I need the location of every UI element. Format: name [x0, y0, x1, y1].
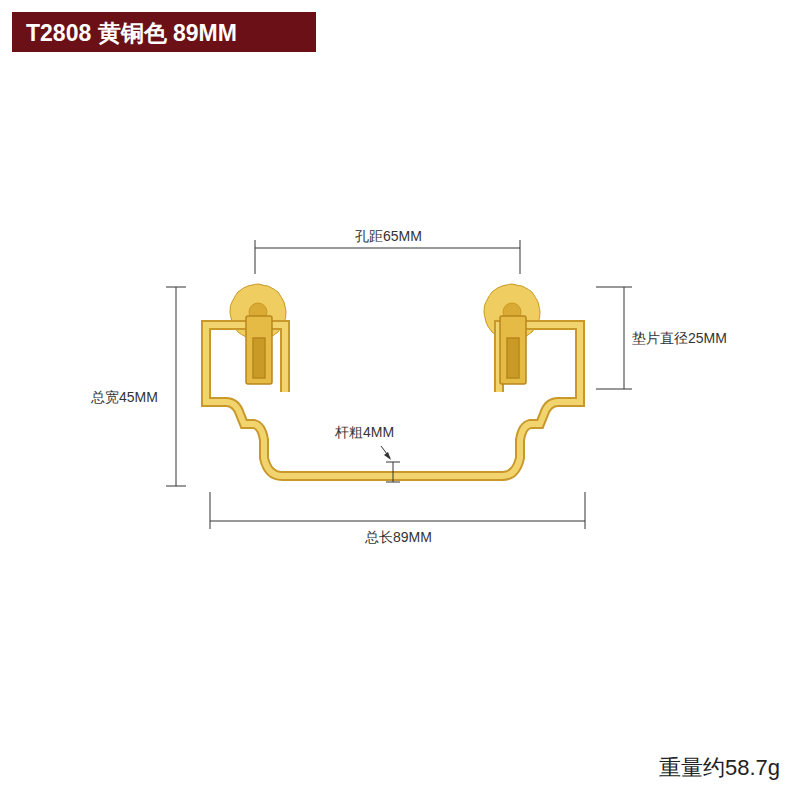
leader-arrowhead — [384, 452, 391, 460]
bail-post — [246, 316, 526, 384]
rosette — [230, 284, 540, 340]
dimension-label: 孔距65MM — [353, 228, 424, 245]
dimension-label: 总长89MM — [363, 529, 434, 546]
title: T2808 黄铜色 89MM — [26, 18, 237, 49]
title-banner: T2808 黄铜色 89MM — [12, 12, 316, 52]
dimension-line — [166, 240, 632, 529]
dimension-label: 总宽45MM — [89, 389, 160, 406]
dimension-label: 杆粗4MM — [333, 424, 396, 441]
weight-note: 重量约58.7g — [657, 755, 782, 781]
dimension-label: 垫片直径25MM — [630, 330, 729, 347]
